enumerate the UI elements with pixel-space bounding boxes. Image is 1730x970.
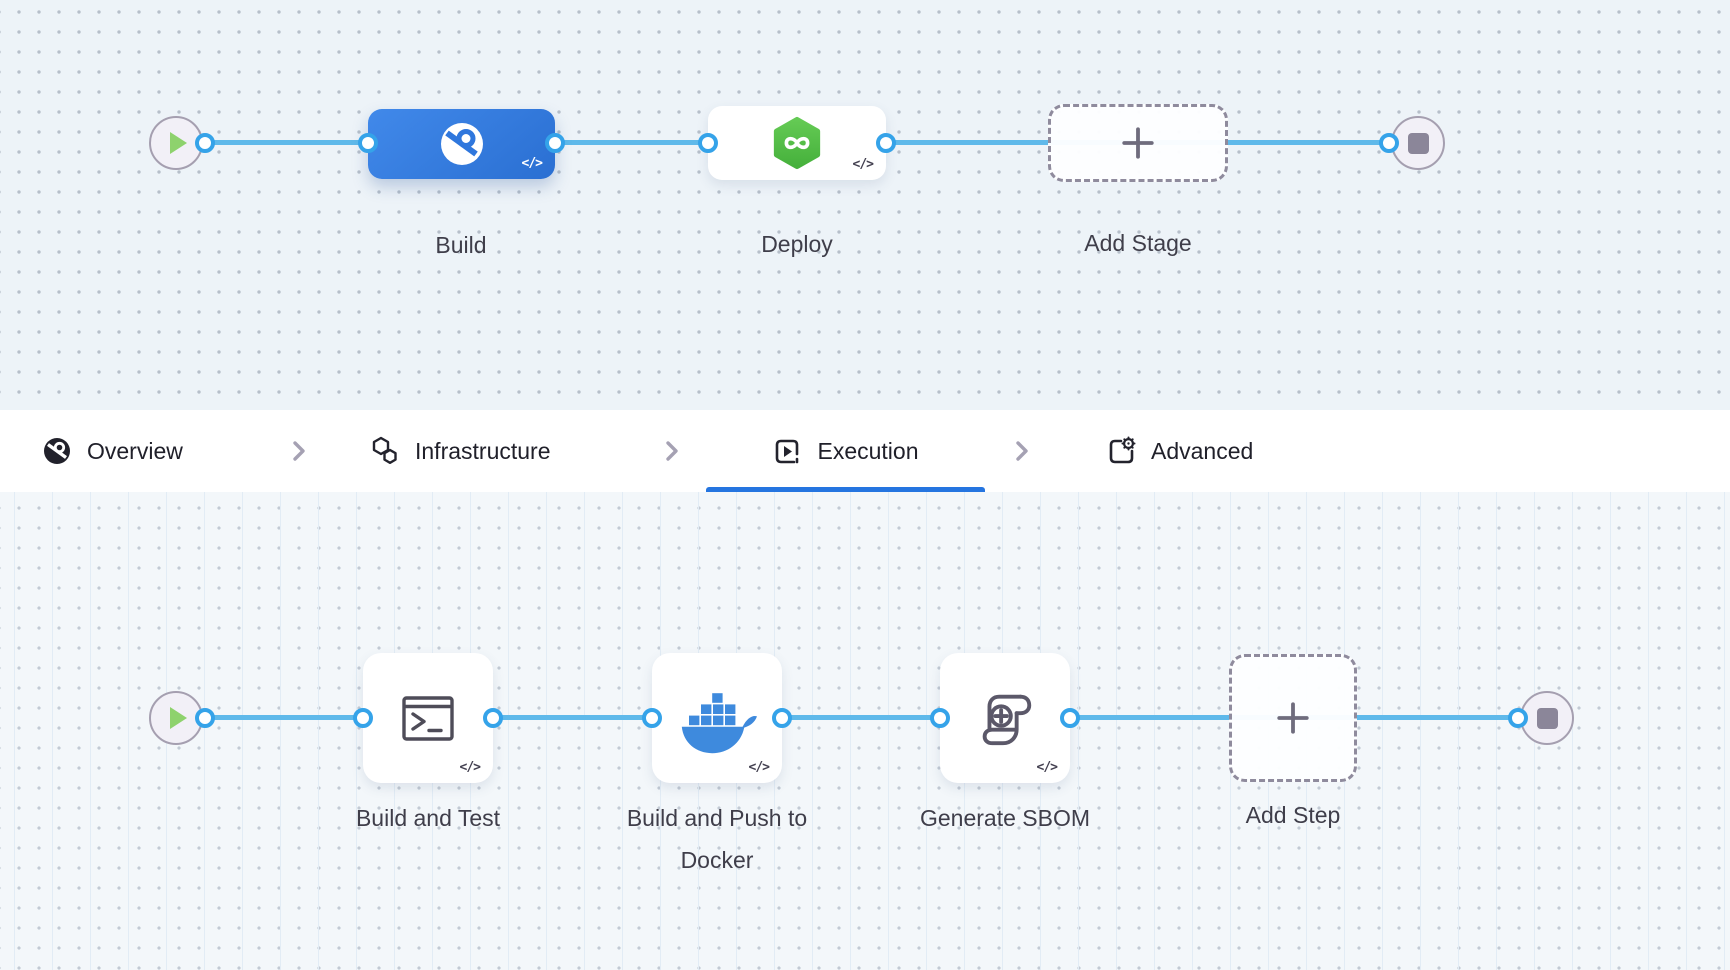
chevron-right-icon (1016, 441, 1028, 461)
sbom-scroll-icon (982, 694, 1032, 746)
tab-label: Infrastructure (415, 437, 551, 464)
tab-execution[interactable]: Execution (706, 410, 985, 492)
tab-label: Advanced (1151, 437, 1254, 464)
tab-label: Execution (817, 437, 919, 464)
port-start-out[interactable] (195, 708, 215, 728)
step-generate-sbom[interactable]: </> (940, 653, 1070, 783)
port-end-in[interactable] (1508, 708, 1528, 728)
tab-infrastructure[interactable]: Infrastructure (368, 410, 551, 492)
infrastructure-icon (372, 436, 397, 464)
stage-config-tabbar: Overview Infrastructure Execution (0, 410, 1730, 492)
plus-icon (1277, 702, 1309, 734)
port-build-out[interactable] (545, 133, 565, 153)
code-badge[interactable]: </> (459, 760, 482, 775)
play-icon (169, 707, 187, 729)
step-label-add-step[interactable]: Add Step (1245, 802, 1341, 828)
port-build-in[interactable] (358, 133, 378, 153)
stage-deploy[interactable]: </> (708, 106, 886, 180)
port-deploy-in[interactable] (698, 133, 718, 153)
edge-start-to-step1 (205, 715, 363, 720)
cd-deploy-icon (773, 116, 821, 170)
active-tab-underline (706, 487, 985, 492)
edge-build-to-deploy (555, 140, 708, 145)
port-start-out[interactable] (195, 133, 215, 153)
execution-end-node[interactable] (1520, 691, 1574, 745)
execution-icon (776, 439, 799, 464)
chevron-right-icon (293, 441, 305, 461)
tab-label: Overview (87, 437, 183, 464)
port-step2-in[interactable] (642, 708, 662, 728)
port-step1-in[interactable] (353, 708, 373, 728)
chevron-right-icon (666, 441, 678, 461)
stage-build[interactable]: </> (368, 109, 555, 179)
edge-step1-to-step2 (493, 715, 652, 720)
stop-icon (1407, 132, 1429, 154)
tab-overview[interactable]: Overview (42, 410, 183, 492)
code-badge[interactable]: </> (521, 156, 544, 171)
stop-icon (1536, 707, 1558, 729)
tab-advanced[interactable]: Advanced (1106, 410, 1253, 492)
add-step-button[interactable] (1229, 654, 1357, 782)
step-build-and-test[interactable]: </> (363, 653, 493, 783)
ci-build-icon (440, 123, 483, 165)
code-badge[interactable]: </> (748, 760, 771, 775)
stage-label-add-stage[interactable]: Add Stage (1084, 230, 1192, 256)
add-stage-button[interactable] (1048, 104, 1228, 182)
stage-label-deploy[interactable]: Deploy (761, 231, 833, 257)
code-badge[interactable]: </> (852, 157, 875, 172)
port-step1-out[interactable] (483, 708, 503, 728)
port-end-in[interactable] (1379, 133, 1399, 153)
port-step2-out[interactable] (772, 708, 792, 728)
edge-start-to-build (205, 140, 368, 145)
port-step3-in[interactable] (930, 708, 950, 728)
stage-label-build[interactable]: Build (435, 232, 487, 258)
advanced-icon (1109, 436, 1136, 464)
plus-icon (1122, 127, 1154, 159)
execution-start-node[interactable] (149, 691, 203, 745)
stage-graph-canvas[interactable]: </> </> (0, 0, 1730, 410)
step-label-generate-sbom[interactable]: Generate SBOM (919, 805, 1091, 831)
pipeline-end-node[interactable] (1391, 116, 1445, 170)
overview-icon (44, 438, 70, 464)
step-label-build-and-test[interactable]: Build and Test (355, 805, 501, 831)
port-step3-out[interactable] (1060, 708, 1080, 728)
port-deploy-out[interactable] (876, 133, 896, 153)
step-label-build-and-push[interactable]: Build and Push to Docker (626, 805, 808, 873)
play-icon (169, 132, 187, 154)
step-build-and-push-to-docker[interactable]: </> (652, 653, 782, 783)
execution-graph-canvas[interactable]: </> </> (0, 492, 1730, 970)
docker-icon (681, 693, 757, 754)
code-badge[interactable]: </> (1036, 760, 1059, 775)
pipeline-start-node[interactable] (149, 116, 203, 170)
terminal-icon (402, 696, 454, 741)
edge-step2-to-step3 (782, 715, 940, 720)
